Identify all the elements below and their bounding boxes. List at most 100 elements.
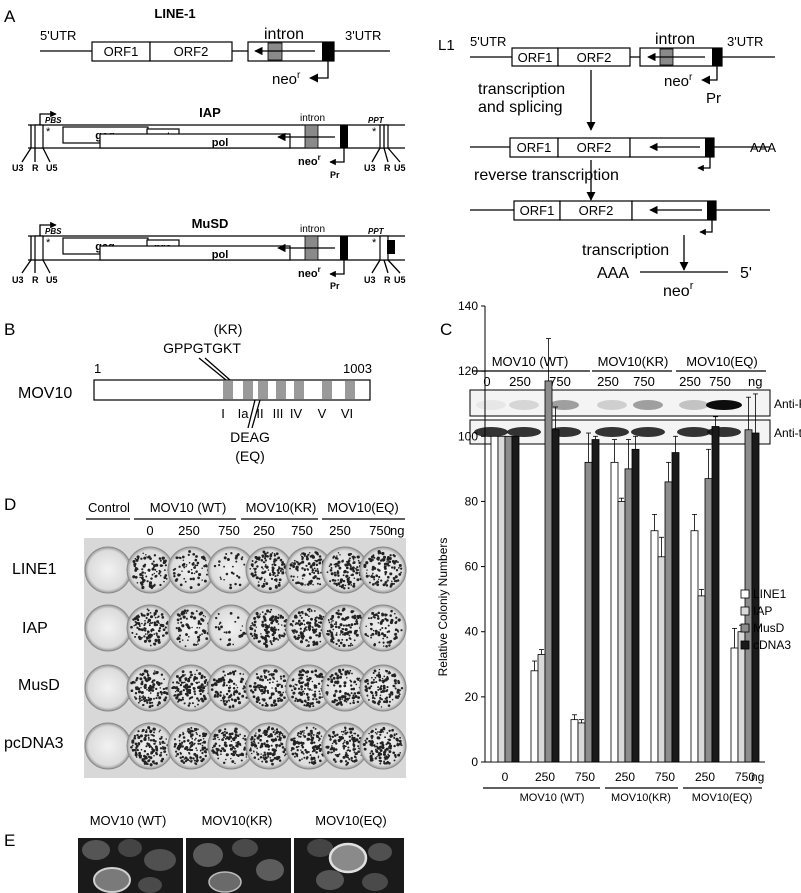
colony-dot	[233, 747, 236, 750]
colony-dot	[380, 579, 383, 582]
colony-dot	[158, 627, 162, 630]
colony-dot	[135, 744, 139, 748]
colony-dot	[346, 631, 349, 634]
colony-dot	[214, 742, 218, 745]
colony-dot	[197, 739, 201, 743]
colony-dot	[249, 748, 252, 752]
colony-dot	[345, 624, 348, 627]
colony-dot	[331, 742, 334, 745]
colony-dot	[319, 615, 323, 618]
colony-dot	[309, 625, 312, 628]
colony-dot	[294, 697, 298, 700]
colony-dot	[356, 677, 360, 681]
colony-dot	[303, 732, 305, 734]
colony-dot	[371, 558, 374, 562]
colony-dot	[134, 566, 138, 570]
colony-dot	[351, 672, 353, 675]
l1-scheme: L1 5'UTR 3'UTR ORF1 ORF2 intron neor Pr …	[438, 31, 776, 300]
colony-dot	[264, 640, 268, 644]
colony-dot	[317, 682, 321, 685]
colony-dot	[365, 574, 369, 578]
c-blot-tubulin: Anti-tubulin	[774, 426, 801, 440]
colony-dot	[133, 734, 137, 738]
colony-dot	[310, 761, 313, 764]
colony-dot	[394, 560, 398, 563]
d-dose-label: 250	[178, 523, 200, 538]
colony-dot	[344, 670, 347, 673]
colony-dot	[301, 741, 305, 745]
colony-dot	[256, 684, 260, 687]
colony-dot	[272, 741, 274, 743]
colony-dot	[344, 584, 347, 587]
colony-dot	[281, 746, 285, 749]
colony-dot	[347, 746, 350, 749]
colony-dot	[163, 698, 167, 702]
colony-dot	[257, 581, 260, 583]
colony-dot	[177, 682, 180, 685]
colony-dot	[143, 762, 147, 765]
colony-dot	[385, 761, 388, 765]
colony-dot	[335, 632, 338, 634]
colony-dot	[199, 692, 202, 696]
colony-dot	[398, 564, 402, 567]
d-row-musd: MusD	[18, 677, 60, 694]
colony-dot	[269, 554, 273, 558]
colony-dot	[140, 557, 143, 560]
colony-dot	[369, 752, 372, 755]
colony-dot	[151, 680, 154, 684]
colony-dot	[189, 577, 193, 581]
colony-dot	[234, 752, 237, 754]
colony-dot	[351, 644, 354, 647]
legend-swatch	[740, 606, 750, 616]
colony-dot	[350, 692, 353, 695]
legend-label: cDNA3	[753, 638, 791, 652]
colony-dot	[314, 690, 317, 693]
colony-dot	[149, 688, 153, 692]
colony-dot	[372, 575, 375, 579]
colony-dot	[203, 564, 206, 568]
colony-dot	[261, 620, 264, 624]
colony-dot	[282, 570, 284, 572]
b-domain-label: II	[256, 406, 263, 421]
colony-dot	[144, 572, 147, 574]
colony-dot	[290, 746, 295, 751]
colony-dot	[320, 735, 323, 737]
b-domain-label: III	[273, 406, 284, 421]
d-row-pcdna3: pcDNA3	[4, 735, 64, 752]
musd-pol: pol	[212, 249, 229, 261]
colony-dot	[270, 626, 274, 630]
colony-dot	[353, 577, 356, 579]
colony-dot	[255, 673, 258, 676]
colony-dot	[386, 641, 389, 644]
colony-dot	[297, 634, 300, 637]
colony-dot	[400, 744, 403, 747]
colony-dot	[370, 734, 374, 739]
colony-dot	[371, 737, 373, 740]
colony-dot	[315, 563, 319, 567]
colony-dot	[251, 737, 254, 740]
colony-dot	[378, 671, 380, 674]
colony-dot	[139, 677, 143, 681]
colony-dot	[382, 555, 387, 559]
colony-dot	[159, 747, 163, 750]
chart-bar	[504, 435, 513, 763]
colony-dot	[239, 744, 242, 746]
colony-dot	[311, 736, 315, 740]
colony-dot	[229, 586, 233, 590]
colony-dot	[304, 748, 307, 752]
colony-dot	[219, 749, 223, 753]
colony-dot	[187, 570, 191, 574]
colony-dot	[292, 691, 296, 695]
colony-dot	[290, 575, 293, 578]
colony-dot	[301, 575, 304, 577]
colony-dot	[306, 737, 310, 741]
colony-dot	[339, 696, 342, 699]
colony-dot	[384, 736, 387, 739]
colony-dot	[353, 570, 356, 573]
colony-dot	[152, 727, 156, 731]
line1-utr5: 5'UTR	[40, 28, 76, 43]
colony-dot	[339, 759, 343, 763]
colony-dot	[141, 680, 144, 683]
colony-dot	[310, 735, 312, 738]
colony-dot	[371, 696, 374, 700]
